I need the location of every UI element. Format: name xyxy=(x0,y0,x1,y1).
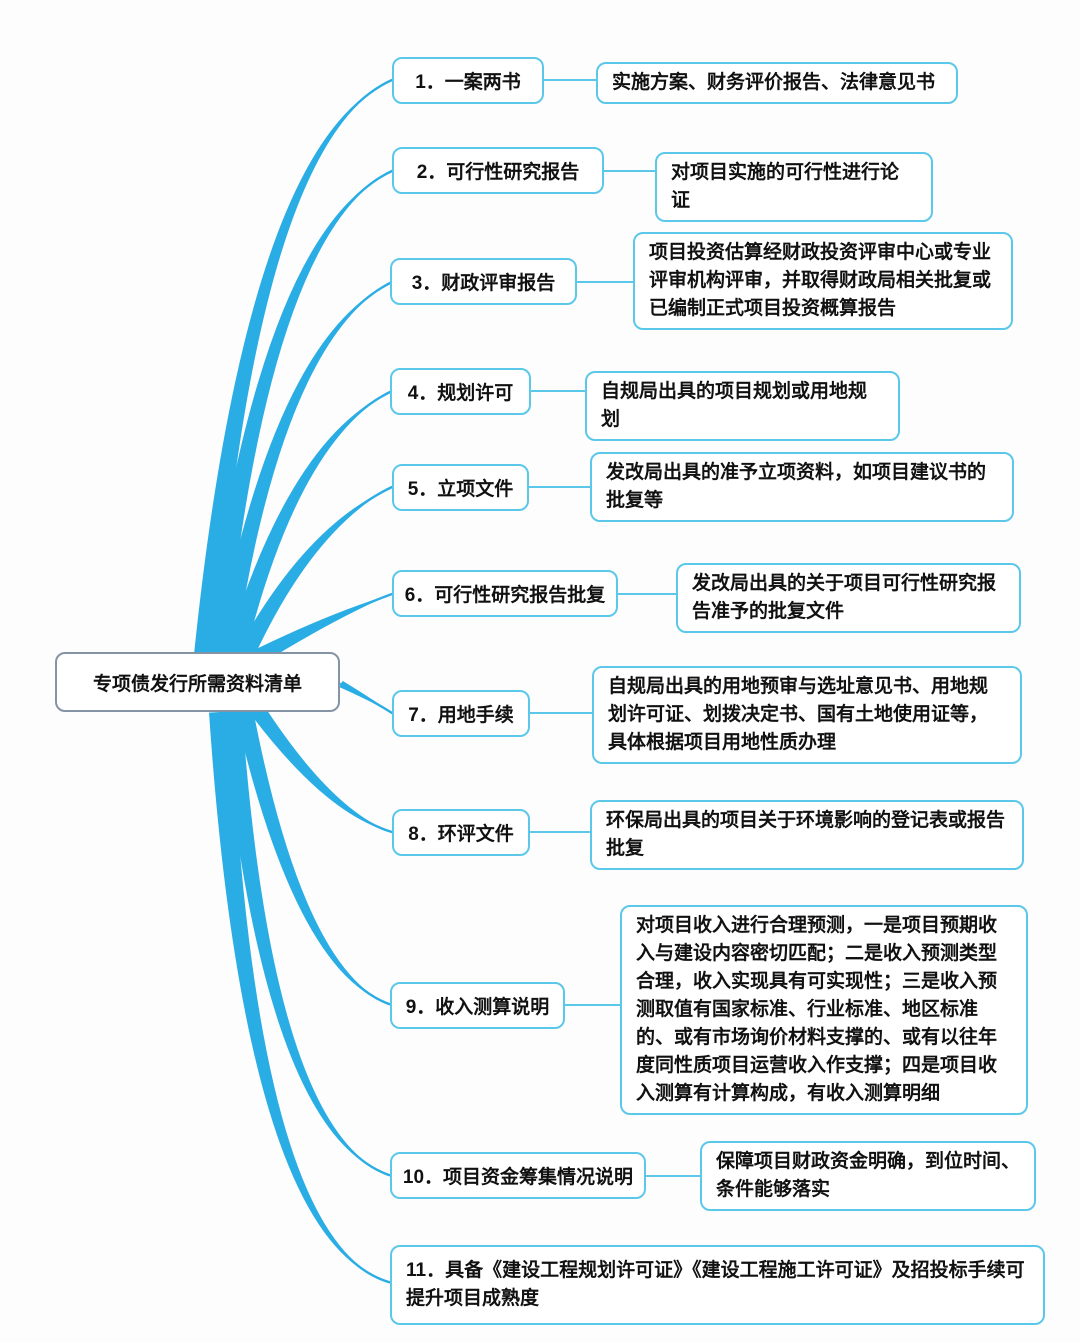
branch-node-2[interactable]: 2．可行性研究报告 xyxy=(392,147,604,194)
branch-node-11[interactable]: 11．具备《建设工程规划许可证》《建设工程施工许可证》及招投标手续可提升项目成熟… xyxy=(390,1245,1045,1325)
node-description-9[interactable]: 对项目收入进行合理预测，一是项目预期收入与建设内容密切匹配；二是收入预测类型合理… xyxy=(620,905,1028,1115)
branch-node-10[interactable]: 10．项目资金筹集情况说明 xyxy=(390,1152,646,1199)
branch-node-5[interactable]: 5．立项文件 xyxy=(392,464,529,511)
node-description-5[interactable]: 发改局出具的准予立项资料，如项目建议书的批复等 xyxy=(590,452,1014,522)
node-description-3[interactable]: 项目投资估算经财政投资评审中心或专业评审机构评审，并取得财政局相关批复或已编制正… xyxy=(633,232,1013,330)
branch-node-9[interactable]: 9．收入测算说明 xyxy=(390,982,565,1029)
node-description-10[interactable]: 保障项目财政资金明确，到位时间、条件能够落实 xyxy=(700,1141,1036,1211)
branch-node-7[interactable]: 7．用地手续 xyxy=(392,690,530,737)
branch-node-3[interactable]: 3．财政评审报告 xyxy=(390,258,577,305)
branch-node-8[interactable]: 8．环评文件 xyxy=(392,809,530,856)
node-description-4[interactable]: 自规局出具的项目规划或用地规划 xyxy=(585,371,900,441)
node-description-7[interactable]: 自规局出具的用地预审与选址意见书、用地规划许可证、划拨决定书、国有土地使用证等，… xyxy=(592,666,1022,764)
node-description-8[interactable]: 环保局出具的项目关于环境影响的登记表或报告批复 xyxy=(590,800,1024,870)
branch-node-6[interactable]: 6．可行性研究报告批复 xyxy=(392,570,618,617)
branch-node-4[interactable]: 4．规划许可 xyxy=(390,368,531,415)
central-topic-node[interactable]: 专项债发行所需资料清单 xyxy=(55,652,340,712)
branch-node-1[interactable]: 1．一案两书 xyxy=(392,57,544,104)
node-description-6[interactable]: 发改局出具的关于项目可行性研究报告准予的批复文件 xyxy=(676,563,1021,633)
node-description-2[interactable]: 对项目实施的可行性进行论证 xyxy=(655,152,933,222)
node-description-1[interactable]: 实施方案、财务评价报告、法律意见书 xyxy=(596,62,958,104)
